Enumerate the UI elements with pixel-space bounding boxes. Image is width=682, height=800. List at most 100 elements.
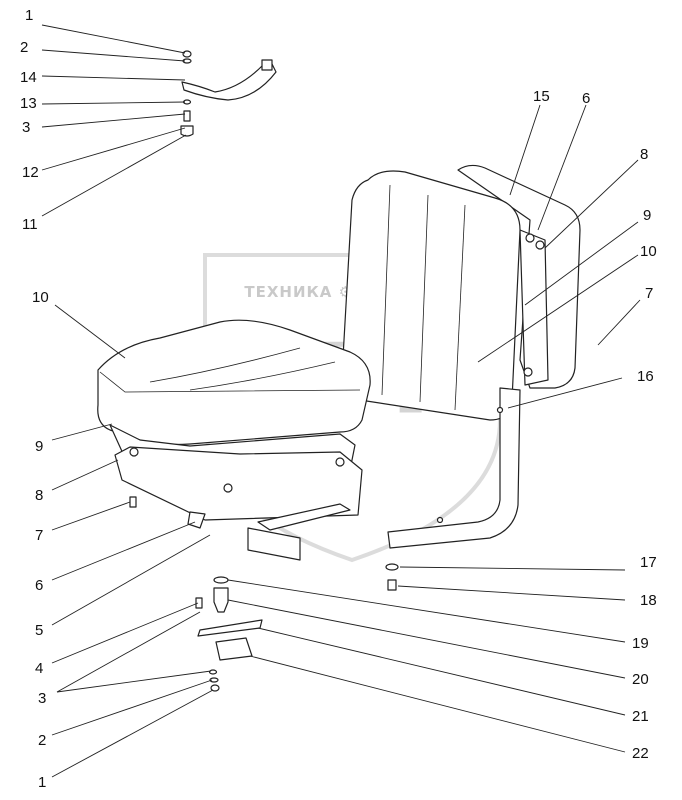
leader-8-seat [51, 459, 119, 491]
bolt-3-lower [195, 597, 203, 609]
backrest-frame-15 [457, 164, 581, 389]
leader-4 [51, 602, 199, 664]
leader-14 [41, 75, 186, 81]
callout-11: 11 [22, 216, 38, 233]
leader-10-back [477, 254, 639, 363]
callout-2-top: 2 [20, 39, 28, 56]
leader-20 [227, 599, 626, 679]
support-hole-a [496, 406, 504, 414]
leader-21 [257, 627, 626, 716]
leader-19 [227, 579, 626, 643]
callout-9-seat: 9 [35, 438, 43, 455]
seat-cushion-seam-a [149, 347, 301, 383]
leader-18 [397, 585, 626, 601]
clamp-6-seat [187, 511, 206, 529]
callout-7-back: 7 [645, 285, 653, 302]
seat-cushion-seam-b [189, 361, 336, 391]
frame-bolt-a [525, 233, 535, 243]
washer-17 [385, 563, 399, 571]
seat-base-plate-8 [114, 446, 363, 521]
lever-cap-22 [215, 637, 253, 661]
leader-6-back [537, 104, 587, 231]
callout-13: 13 [20, 95, 37, 112]
callout-10-seat: 10 [32, 289, 49, 306]
lever-plate-21 [197, 619, 263, 637]
callout-3-lower: 3 [38, 690, 46, 707]
callout-16: 16 [637, 368, 654, 385]
leader-13 [41, 101, 186, 105]
leader-6-seat [51, 521, 196, 581]
leader-3-lower-a [56, 611, 201, 693]
seat-cushion-top-edge [99, 371, 361, 393]
callout-20: 20 [632, 671, 649, 688]
leader-1-lower [51, 689, 214, 778]
callout-8-back: 8 [640, 146, 648, 163]
pivot-pin-20 [213, 587, 229, 613]
backrest-cushion-seam-c [454, 204, 466, 411]
callout-1-top: 1 [25, 7, 33, 24]
leader-9-seat [51, 423, 113, 441]
leader-1-top [41, 24, 186, 54]
leader-7-seat [51, 501, 131, 531]
callout-6-back: 6 [582, 90, 590, 107]
backrest-cushion-seam-b [419, 194, 429, 403]
leader-15 [509, 104, 541, 196]
leader-12 [41, 127, 186, 171]
bracket-strap [181, 63, 277, 101]
leader-17 [399, 566, 626, 571]
leader-5 [51, 534, 211, 626]
leader-16 [507, 377, 623, 409]
leader-22 [249, 655, 626, 753]
leader-3-top [41, 113, 186, 128]
leader-11 [41, 134, 187, 217]
bracket-tab [261, 59, 273, 71]
leader-3-lower-b [56, 670, 212, 693]
callout-14: 14 [20, 69, 37, 86]
nut-12-top [180, 125, 194, 137]
callout-4: 4 [35, 660, 43, 677]
leader-10-seat [54, 304, 126, 359]
bracket-assembly [180, 50, 277, 137]
callout-21: 21 [632, 708, 649, 725]
seat-lower-bracket [247, 527, 301, 561]
callout-18: 18 [640, 592, 657, 609]
callout-6-seat: 6 [35, 577, 43, 594]
leader-8-back [544, 159, 639, 249]
callout-17: 17 [640, 554, 657, 571]
bolt-3-top [183, 110, 191, 122]
callout-2-lower: 2 [38, 732, 46, 749]
lower-fasteners [195, 563, 399, 692]
callout-19: 19 [632, 635, 649, 652]
callout-7-seat: 7 [35, 527, 43, 544]
callout-22: 22 [632, 745, 649, 762]
bolt-7-seat [129, 496, 137, 508]
bolt-18 [387, 579, 397, 591]
base-bolt-a [129, 447, 139, 457]
callout-12: 12 [22, 164, 39, 181]
seat-assembly [97, 319, 371, 561]
callout-15: 15 [533, 88, 550, 105]
callout-3-top: 3 [22, 119, 30, 136]
base-bolt-b [223, 483, 233, 493]
callout-9-back: 9 [643, 207, 651, 224]
backrest-side-plate [519, 229, 549, 386]
support-hole-b [436, 516, 444, 524]
leader-lines [41, 24, 641, 778]
frame-bolt-c [523, 367, 533, 377]
leader-7-back [597, 299, 641, 346]
leader-9-back [524, 221, 639, 306]
leader-2-top [41, 49, 186, 62]
nut-1-top [182, 50, 192, 58]
callout-labels: 1 2 14 13 3 12 11 15 6 8 9 10 7 16 10 9 … [20, 7, 657, 791]
callout-5: 5 [35, 622, 43, 639]
seat-slide-rail [257, 503, 351, 531]
washer-2-lower [209, 677, 219, 683]
backrest-assembly [341, 164, 581, 549]
backrest-support-16 [387, 387, 521, 549]
callout-8-seat: 8 [35, 487, 43, 504]
base-bolt-c [335, 457, 345, 467]
frame-bolt-b [535, 240, 545, 250]
washer-3-lower [208, 669, 218, 675]
